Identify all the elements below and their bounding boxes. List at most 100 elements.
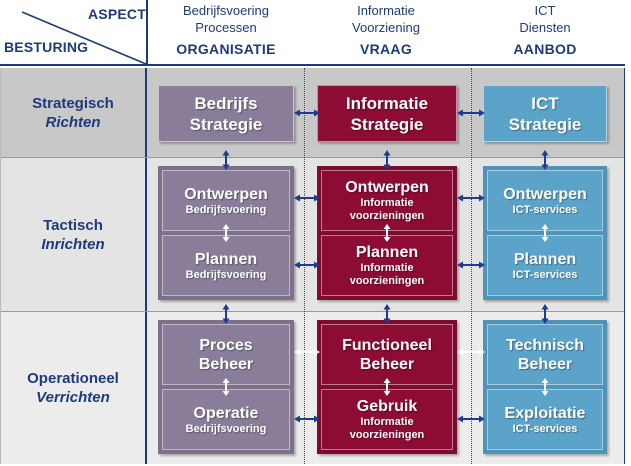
box-title-line1: Informatie bbox=[345, 93, 429, 113]
box-title: Ontwerpen bbox=[184, 185, 268, 203]
box-title-line2: Beheer bbox=[359, 355, 415, 373]
column-header-organisatie: Bedrijfsvoering Processen ORGANISATIE bbox=[150, 2, 302, 58]
box-subtitle-2: voorzieningen bbox=[349, 429, 425, 441]
row-verb: Inrichten bbox=[41, 235, 105, 253]
arrow-horizontal-tactisch-ontwerpen-left bbox=[294, 192, 320, 204]
box-subtitle-1: ICT-services bbox=[512, 203, 578, 216]
box-title-line2: Strategie bbox=[508, 114, 582, 134]
row-operationeel: Operationeel Verrichten Proces Beheer Op… bbox=[1, 312, 624, 464]
arrow-horizontal-strategisch-right bbox=[457, 107, 485, 119]
column-header-caps: AANBOD bbox=[513, 41, 577, 57]
group-operationeel-organisatie: Proces Beheer Operatie Bedrijfsvoering bbox=[158, 320, 294, 454]
arrow-horizontal-operationeel-uitvoering-left bbox=[294, 413, 320, 425]
arrow-vertical-aanbod-strat-tact bbox=[539, 150, 551, 170]
box-subtitle-2: voorzieningen bbox=[349, 210, 425, 222]
box-title-line1: Exploitatie bbox=[504, 404, 586, 422]
arrow-vertical-aanbod-operationeel bbox=[539, 378, 551, 396]
box-subtitle-2: voorzieningen bbox=[349, 275, 425, 287]
arrow-horizontal-operationeel-uitvoering-right bbox=[457, 413, 485, 425]
box-plannen-ict-services[interactable]: Plannen ICT-services bbox=[487, 235, 603, 296]
row-verb: Richten bbox=[45, 113, 101, 131]
row-strategisch: Strategisch Richten Bedrijfs Strategie I… bbox=[1, 68, 624, 158]
box-plannen-informatievoorzieningen[interactable]: Plannen Informatie voorzieningen bbox=[321, 235, 453, 296]
box-exploitatie-ict-services[interactable]: Exploitatie ICT-services bbox=[487, 389, 603, 450]
arrow-horizontal-tactisch-plannen-left bbox=[294, 259, 320, 271]
box-plannen-bedrijfsvoering[interactable]: Plannen Bedrijfsvoering bbox=[162, 235, 290, 296]
row-tactisch: Tactisch Inrichten Ontwerpen Bedrijfsvoe… bbox=[1, 158, 624, 312]
arrow-horizontal-strategisch-left bbox=[294, 107, 320, 119]
box-title-line2: Strategie bbox=[189, 114, 263, 134]
box-proces-beheer[interactable]: Proces Beheer bbox=[162, 324, 290, 385]
arrow-vertical-organisatie-tact-oper bbox=[220, 304, 232, 324]
box-title: Plannen bbox=[355, 244, 419, 261]
box-title: Plannen bbox=[513, 250, 577, 268]
arrow-horizontal-operationeel-beheer-left bbox=[294, 346, 320, 358]
arrow-vertical-vraag-tactisch bbox=[381, 224, 393, 242]
row-level: Strategisch bbox=[32, 94, 114, 112]
row-label-tactisch: Tactisch Inrichten bbox=[1, 158, 147, 311]
row-level: Tactisch bbox=[43, 216, 103, 234]
box-title-line1: Proces bbox=[199, 336, 253, 354]
box-title-line1: Functioneel bbox=[342, 336, 432, 354]
matrix-grid: Strategisch Richten Bedrijfs Strategie I… bbox=[0, 68, 625, 464]
row-label-strategisch: Strategisch Richten bbox=[1, 68, 147, 157]
header-vertical-rule bbox=[146, 0, 148, 66]
column-header-line2: Voorziening bbox=[352, 20, 420, 35]
box-title-line2: Strategie bbox=[350, 114, 424, 134]
header-besturing-label: BESTURING bbox=[4, 39, 89, 55]
column-header-caps: ORGANISATIE bbox=[176, 41, 276, 57]
column-header-line1: Informatie bbox=[357, 3, 415, 18]
box-title: Ontwerpen bbox=[345, 179, 429, 196]
box-subtitle-1: Bedrijfsvoering bbox=[185, 422, 267, 435]
arrow-horizontal-tactisch-plannen-right bbox=[457, 259, 485, 271]
column-header-aanbod: ICT Diensten AANBOD bbox=[470, 2, 620, 58]
box-informatie-strategie[interactable]: Informatie Strategie bbox=[317, 85, 457, 142]
arrow-vertical-vraag-operationeel bbox=[381, 378, 393, 396]
column-header-line2: Processen bbox=[195, 20, 257, 35]
arrow-vertical-aanbod-tact-oper bbox=[539, 304, 551, 324]
arrow-vertical-organisatie-operationeel bbox=[220, 378, 232, 396]
box-title: Plannen bbox=[194, 250, 258, 268]
box-operatie-bedrijfsvoering[interactable]: Operatie Bedrijfsvoering bbox=[162, 389, 290, 450]
box-subtitle-1: ICT-services bbox=[512, 268, 578, 281]
box-subtitle-1: Informatie bbox=[360, 262, 414, 274]
arrow-vertical-organisatie-strat-tact bbox=[220, 150, 232, 170]
box-functioneel-beheer[interactable]: Functioneel Beheer bbox=[321, 324, 453, 385]
box-title-line2: Beheer bbox=[517, 355, 573, 373]
box-gebruik-informatievoorzieningen[interactable]: Gebruik Informatie voorzieningen bbox=[321, 389, 453, 450]
box-title-line1: Gebruik bbox=[356, 398, 418, 415]
arrow-vertical-vraag-tact-oper bbox=[381, 304, 393, 324]
box-ontwerpen-informatievoorzieningen[interactable]: Ontwerpen Informatie voorzieningen bbox=[321, 170, 453, 231]
arrow-horizontal-tactisch-ontwerpen-right bbox=[457, 192, 485, 204]
box-title-line1: Operatie bbox=[193, 404, 259, 422]
row-level: Operationeel bbox=[27, 370, 119, 387]
row-verb: Verrichten bbox=[36, 389, 110, 406]
arrow-vertical-organisatie-tactisch bbox=[220, 224, 232, 242]
box-title-line1: Technisch bbox=[506, 336, 584, 354]
box-bedrijfs-strategie[interactable]: Bedrijfs Strategie bbox=[158, 85, 294, 142]
header-horizontal-rule bbox=[0, 64, 625, 66]
box-ict-strategie[interactable]: ICT Strategie bbox=[483, 85, 607, 142]
diagram-header: ASPECT BESTURING Bedrijfsvoering Process… bbox=[0, 0, 631, 66]
box-title-line1: Bedrijfs bbox=[194, 93, 258, 113]
header-aspect-label: ASPECT bbox=[88, 6, 146, 22]
column-header-line2: Diensten bbox=[519, 20, 571, 35]
box-title-line1: ICT bbox=[531, 93, 559, 113]
column-header-vraag: Informatie Voorziening VRAAG bbox=[304, 2, 468, 58]
box-ontwerpen-bedrijfsvoering[interactable]: Ontwerpen Bedrijfsvoering bbox=[162, 170, 290, 231]
row-label-operationeel: Operationeel Verrichten bbox=[1, 312, 147, 464]
column-header-line1: Bedrijfsvoering bbox=[183, 3, 269, 18]
box-title: Ontwerpen bbox=[503, 185, 587, 203]
box-subtitle-1: ICT-services bbox=[512, 422, 578, 435]
box-subtitle-1: Informatie bbox=[360, 197, 414, 209]
box-title-line2: Beheer bbox=[198, 355, 254, 373]
column-header-caps: VRAAG bbox=[359, 41, 413, 57]
box-subtitle-1: Informatie bbox=[360, 416, 414, 428]
box-technisch-beheer[interactable]: Technisch Beheer bbox=[487, 324, 603, 385]
box-ontwerpen-ict-services[interactable]: Ontwerpen ICT-services bbox=[487, 170, 603, 231]
arrow-vertical-aanbod-tactisch bbox=[539, 224, 551, 242]
arrow-horizontal-operationeel-beheer-right bbox=[457, 346, 485, 358]
arrow-vertical-vraag-strat-tact bbox=[381, 150, 393, 170]
box-subtitle-1: Bedrijfsvoering bbox=[185, 203, 267, 216]
